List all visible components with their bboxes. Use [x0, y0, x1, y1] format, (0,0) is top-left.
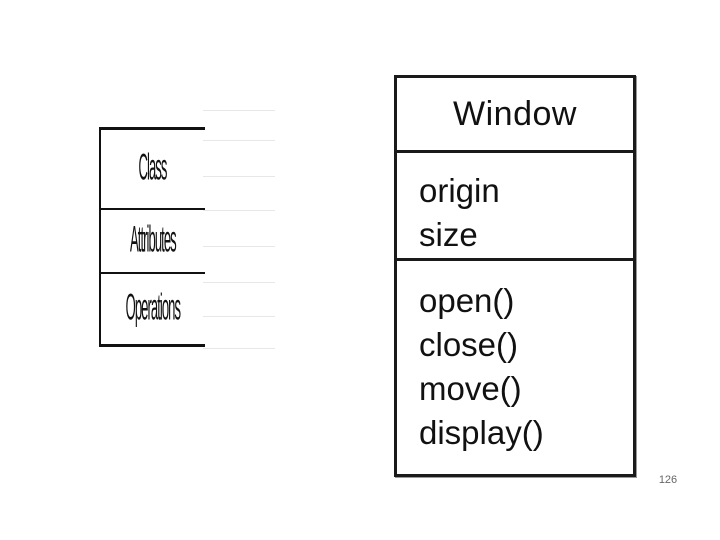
- window-operations-compartment: open() close() move() display(): [397, 261, 633, 455]
- attribute-origin: origin: [419, 172, 500, 209]
- operations-compartment: Operations: [101, 274, 205, 344]
- operation-display: display(): [419, 414, 544, 451]
- attribute-size: size: [419, 216, 478, 253]
- window-class-name-compartment: Window: [397, 78, 633, 153]
- class-name-compartment: Class: [101, 130, 205, 210]
- page-number: 126: [658, 474, 678, 486]
- operations-label: Operations: [125, 288, 181, 329]
- window-class-name: Window: [453, 94, 577, 133]
- class-name-label: Class: [139, 148, 168, 189]
- faint-ruled-lines: [203, 110, 275, 350]
- operation-move: move(): [419, 370, 522, 407]
- uml-class-template: Class Attributes Operations: [99, 127, 205, 347]
- operation-close: close(): [419, 326, 519, 363]
- attributes-label: Attributes: [130, 220, 177, 261]
- operation-open: open(): [419, 282, 515, 319]
- window-class-box: Window origin size open() close() move()…: [394, 75, 636, 477]
- attributes-compartment: Attributes: [101, 210, 205, 274]
- window-attributes-compartment: origin size: [397, 153, 633, 261]
